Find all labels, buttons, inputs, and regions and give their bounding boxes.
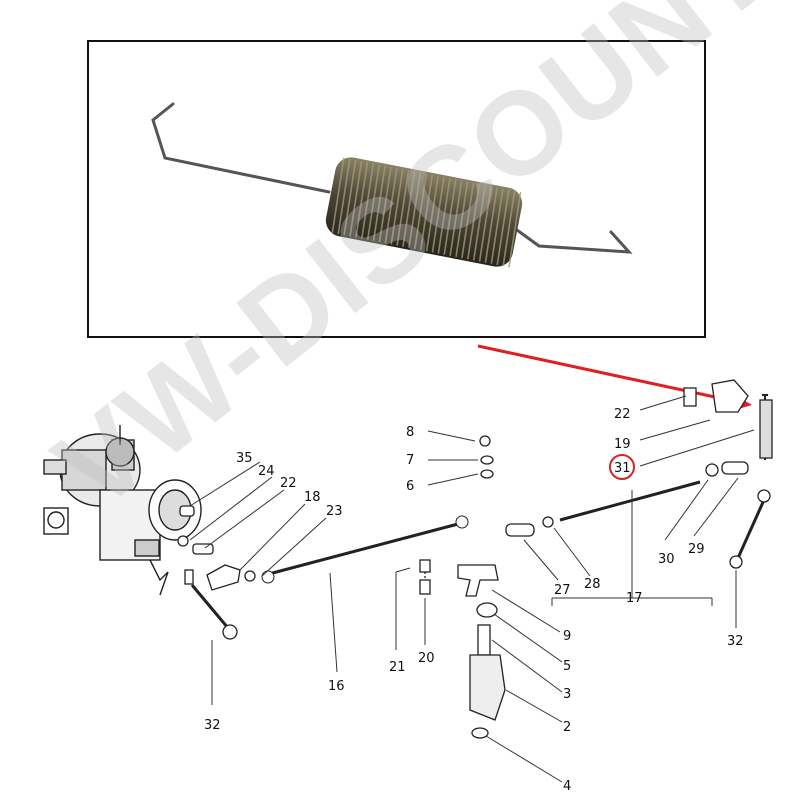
spring-coil-winding: [478, 186, 492, 262]
part-23: [244, 570, 256, 582]
spring-coil-winding: [437, 178, 451, 254]
part-4: [471, 727, 489, 739]
spring-coil-winding: [467, 183, 481, 260]
label-21: 21: [389, 660, 406, 675]
part-35: [179, 505, 195, 517]
part-5: [476, 602, 498, 618]
label-30: 30: [658, 552, 675, 567]
part-19: [711, 379, 749, 413]
spring-coil-winding: [408, 172, 422, 248]
part-24: [177, 535, 189, 547]
label-31: 31: [614, 461, 631, 476]
label-27: 27: [554, 583, 571, 598]
part-9: [457, 564, 499, 597]
part-8: [479, 435, 491, 447]
spring-coil-winding: [390, 169, 404, 245]
part-30: [705, 463, 719, 477]
spring-coil-winding: [360, 163, 375, 239]
spring-coil-winding: [449, 180, 463, 256]
lever-assembly: [457, 564, 506, 739]
spring-coil-winding: [343, 159, 357, 236]
spring-coil-winding: [502, 190, 516, 267]
label-3: 3: [563, 687, 571, 702]
spring-coil-winding: [455, 181, 469, 258]
part-18: [206, 564, 241, 591]
label-18: 18: [304, 490, 321, 505]
part-31-spring: [759, 399, 773, 459]
leader-lines: [189, 395, 755, 783]
spring-photo: [151, 102, 633, 268]
label-22-right: 22: [614, 407, 631, 422]
spring-coil-winding: [396, 170, 410, 246]
spring-coil-winding: [508, 191, 522, 268]
rod-16: [261, 515, 469, 584]
spring-coil-winding: [378, 166, 392, 243]
label-29: 29: [688, 542, 705, 557]
spring-photo-frame: [87, 40, 706, 338]
spring-coil-winding: [372, 165, 386, 242]
carburetor-drawing: [43, 425, 202, 596]
label-19: 19: [614, 437, 631, 452]
spring-coil-winding: [355, 162, 369, 238]
rod-17: [559, 480, 701, 522]
part-21: [419, 559, 431, 573]
part-32-right: [736, 499, 766, 559]
spring-coil-winding: [425, 175, 439, 252]
label-32-right: 32: [727, 634, 744, 649]
part-28: [542, 516, 554, 528]
label-22-left: 22: [280, 476, 297, 491]
part-29: [721, 461, 749, 475]
spring-coil-winding: [490, 188, 504, 264]
label-32-left: 32: [204, 718, 221, 733]
parts-20-21: [419, 559, 431, 595]
part-2: [469, 654, 506, 721]
label-2: 2: [563, 720, 571, 735]
label-6: 6: [406, 479, 414, 494]
spring-coil-winding: [413, 173, 428, 250]
label-16: 16: [328, 679, 345, 694]
part-7: [480, 455, 494, 465]
right-parts: [479, 379, 773, 569]
label-35: 35: [236, 451, 253, 466]
spring-coil-winding: [366, 164, 381, 240]
label-5: 5: [563, 659, 571, 674]
label-23: 23: [326, 504, 343, 519]
label-8: 8: [406, 425, 414, 440]
label-7: 7: [406, 453, 414, 468]
spring-coil-winding: [461, 182, 475, 259]
part-32-left-end: [222, 624, 238, 640]
spring-coil-winding: [443, 179, 457, 255]
left-parts: [177, 505, 256, 640]
spring-coil-winding: [419, 174, 434, 251]
label-24: 24: [258, 464, 275, 479]
label-9: 9: [563, 629, 571, 644]
spring-coil-winding: [337, 158, 351, 235]
highlight-ring-31: [609, 454, 635, 480]
part-3: [477, 624, 491, 656]
red-arrow-icon: [477, 344, 752, 412]
spring-coil-winding: [496, 189, 510, 266]
part-6: [480, 469, 494, 479]
part-27: [505, 523, 535, 537]
label-20: 20: [418, 651, 435, 666]
spring-coil-winding: [384, 167, 398, 244]
spring-coil-winding: [349, 161, 363, 237]
spring-coil-winding: [331, 157, 345, 234]
part-22-left: [192, 543, 214, 555]
spring-coil-winding: [472, 185, 487, 261]
spring-coil-winding: [402, 171, 416, 247]
label-4: 4: [563, 779, 571, 794]
spring-coil-winding: [484, 187, 498, 263]
part-labels: 35 24 22 18 23 8 7 6 22 19 31 30 29 27 2…: [204, 407, 744, 794]
label-28: 28: [584, 577, 601, 592]
spring-coil-winding: [431, 177, 445, 253]
part-20: [419, 579, 431, 595]
part-32-left-top: [184, 569, 194, 585]
part-22-right: [683, 387, 697, 407]
label-17: 17: [626, 591, 643, 606]
